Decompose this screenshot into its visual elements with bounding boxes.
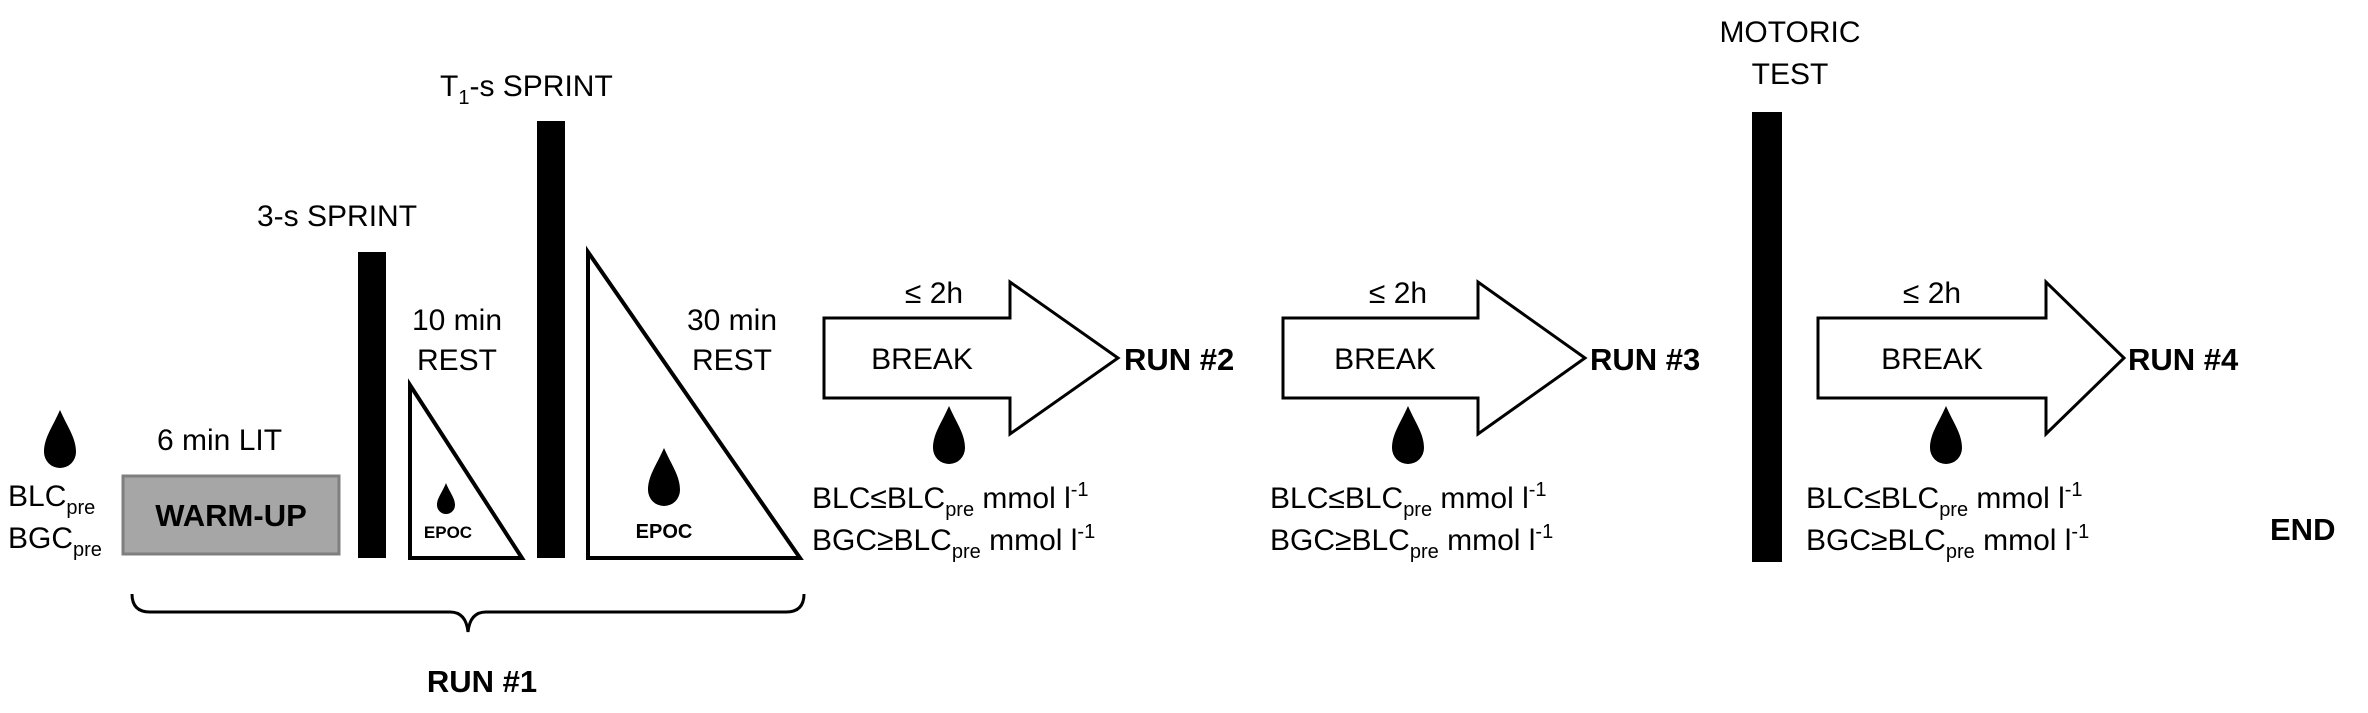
rest10-rest-label: REST bbox=[417, 344, 497, 377]
sprint-3s-bar bbox=[358, 252, 386, 558]
motoric-test-bar bbox=[1752, 112, 1782, 562]
blood-drop-small-icon bbox=[437, 483, 455, 514]
criteria-bgc: BGC≥BLCpre mmol l-1 bbox=[812, 521, 1095, 563]
break-group-2: ≤ 2h BREAK RUN #3 BLC≤BLCpre mmol l-1 BG… bbox=[1270, 277, 1700, 563]
break-label: BREAK bbox=[1881, 343, 1983, 376]
sprint-3s-label: 3-s SPRINT bbox=[257, 200, 417, 233]
rest30-epoc-triangle bbox=[586, 245, 804, 560]
rest30-rest-label: REST bbox=[692, 344, 772, 377]
run1-label: RUN #1 bbox=[427, 664, 537, 699]
sprint-t1-label: T1-s SPRINT bbox=[440, 70, 613, 109]
criteria-blc: BLC≤BLCpre mmol l-1 bbox=[812, 479, 1089, 521]
run-label: RUN #3 bbox=[1590, 342, 1700, 377]
criteria-bgc: BGC≥BLCpre mmol l-1 bbox=[1270, 521, 1553, 563]
motoric-test-label: TEST bbox=[1752, 58, 1829, 91]
rest10-epoc-triangle bbox=[408, 378, 526, 560]
blood-drop-icon bbox=[1930, 406, 1962, 464]
rest30-duration-label: 30 min bbox=[687, 304, 777, 337]
run-label: RUN #4 bbox=[2128, 342, 2239, 377]
run1-brace bbox=[130, 593, 806, 633]
blood-drop-icon bbox=[933, 406, 965, 464]
break-time-label: ≤ 2h bbox=[905, 277, 963, 310]
rest10-duration-label: 10 min bbox=[412, 304, 502, 337]
criteria-bgc: BGC≥BLCpre mmol l-1 bbox=[1806, 521, 2089, 563]
break-group-1: ≤ 2h BREAK RUN #2 BLC≤BLCpre mmol l-1 BG… bbox=[812, 277, 1234, 563]
break-arrow bbox=[1816, 278, 2127, 438]
warmup-label: WARM-UP bbox=[155, 498, 307, 533]
warmup-duration-label: 6 min LIT bbox=[157, 424, 282, 457]
blood-drop-icon bbox=[648, 448, 680, 506]
break-group-3: ≤ 2h BREAK RUN #4 BLC≤BLCpre mmol l-1 BG… bbox=[1806, 277, 2239, 563]
sprint-t1-bar bbox=[537, 121, 565, 558]
motoric-label: MOTORIC bbox=[1719, 16, 1860, 49]
blood-drop-icon bbox=[1392, 406, 1424, 464]
rest30-epoc-label: EPOC bbox=[636, 521, 693, 543]
criteria-blc: BLC≤BLCpre mmol l-1 bbox=[1806, 479, 2083, 521]
blood-drop-icon bbox=[44, 410, 76, 468]
blc-pre-label: BLCpre bbox=[8, 480, 95, 519]
break-label: BREAK bbox=[1334, 343, 1436, 376]
bgc-pre-label: BGCpre bbox=[8, 522, 102, 561]
rest10-epoc-label: EPOC bbox=[424, 523, 472, 542]
break-label: BREAK bbox=[871, 343, 973, 376]
criteria-blc: BLC≤BLCpre mmol l-1 bbox=[1270, 479, 1547, 521]
warmup-box bbox=[121, 474, 341, 556]
break-arrow bbox=[822, 279, 1121, 437]
break-arrow bbox=[1281, 279, 1588, 437]
break-time-label: ≤ 2h bbox=[1903, 277, 1961, 310]
break-time-label: ≤ 2h bbox=[1369, 277, 1427, 310]
end-label: END bbox=[2270, 512, 2335, 547]
run-label: RUN #2 bbox=[1124, 342, 1234, 377]
